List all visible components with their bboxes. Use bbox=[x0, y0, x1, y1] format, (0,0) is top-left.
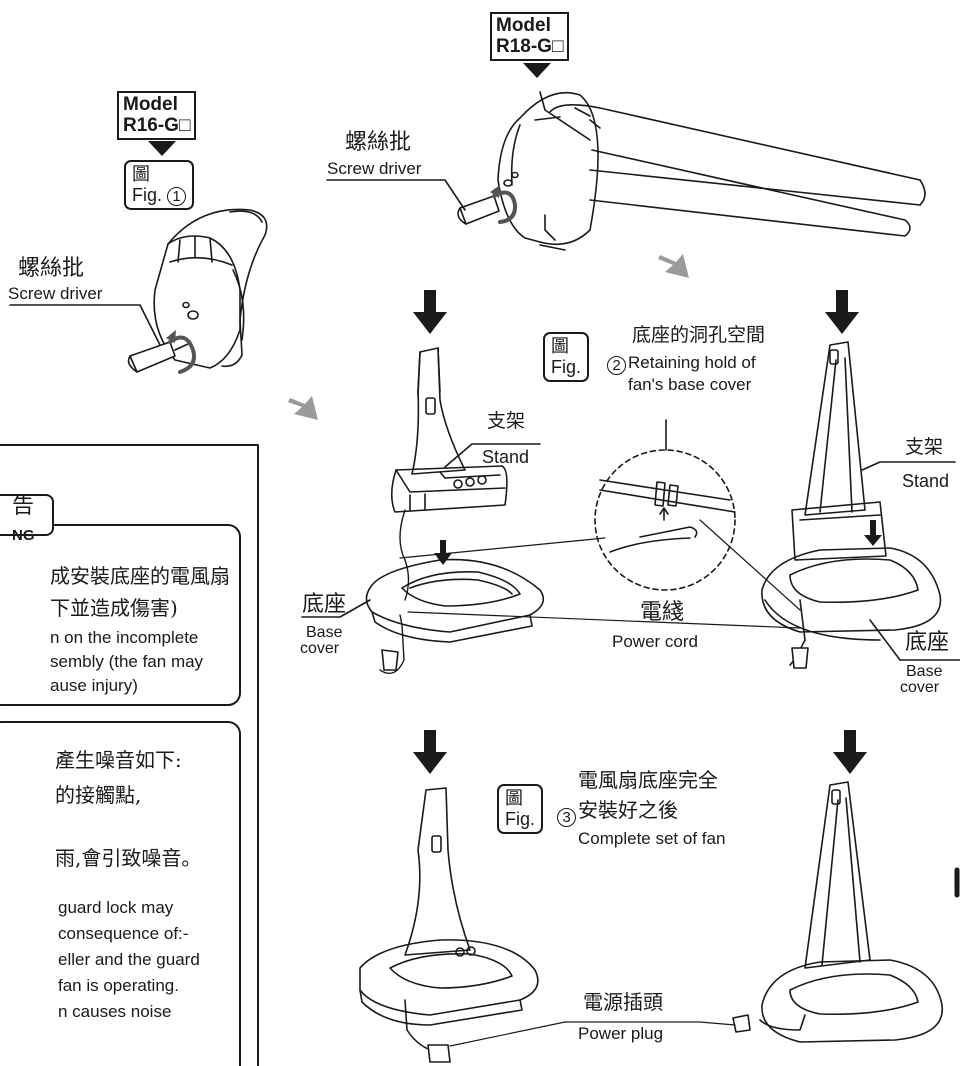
warning-line-zh-2: 下並造成傷害) bbox=[50, 596, 178, 620]
noise-line-en-4: fan is operating. bbox=[58, 976, 179, 995]
warning-title-box bbox=[0, 494, 54, 536]
plug-label-en: Power plug bbox=[578, 1024, 664, 1043]
noise-inner-box bbox=[0, 721, 241, 1066]
fig1-tag: 圖 Fig. 1 bbox=[124, 160, 195, 210]
detail-circle-drawing bbox=[594, 419, 736, 591]
base-label-en2-left: cover bbox=[300, 640, 340, 657]
plug-label-zh: 電源插頭 bbox=[583, 990, 663, 1014]
fig2-tag: 圖 Fig. bbox=[543, 332, 590, 382]
noise-line-en-3: eller and the guard bbox=[58, 950, 200, 969]
fig2-caption-en-2: fan's base cover bbox=[628, 375, 752, 394]
warning-line-zh-1: 成安裝底座的電風扇 bbox=[50, 564, 230, 588]
cord-label-en: Power cord bbox=[612, 632, 698, 651]
screwdriver-label-en-r16: Screw driver bbox=[8, 284, 103, 303]
model-r16-pointer bbox=[148, 141, 176, 156]
complete-fan-left-drawing bbox=[359, 787, 539, 1063]
noise-line-zh-3: 雨,會引致噪音。 bbox=[55, 846, 202, 870]
screwdriver-label-en-r18: Screw driver bbox=[327, 159, 422, 178]
warning-title-zh: 告 bbox=[12, 494, 35, 519]
warning-title-en: NG bbox=[12, 527, 35, 544]
fig3-caption-en: Complete set of fan bbox=[578, 829, 726, 848]
base-cover-left-drawing bbox=[365, 558, 545, 674]
stand-label-en-right: Stand bbox=[902, 471, 950, 491]
base-label-zh-right: 底座 bbox=[905, 630, 950, 655]
leader-base-right bbox=[869, 619, 960, 661]
leader-stand-left bbox=[444, 443, 541, 468]
warning-line-en-1: n on the incomplete bbox=[50, 628, 199, 647]
stand-label-en-left: Stand bbox=[482, 447, 530, 467]
leader-cord bbox=[407, 611, 801, 629]
leader-stand-right bbox=[861, 461, 956, 471]
leader-plug bbox=[449, 1021, 736, 1047]
stand-label-zh-left: 支架 bbox=[487, 410, 526, 432]
fig2-caption-zh: 底座的洞孔空間 bbox=[632, 324, 766, 346]
leader-screwdriver-r18 bbox=[326, 179, 466, 211]
noise-line-en-1: guard lock may bbox=[58, 898, 174, 917]
stand-right-drawing bbox=[761, 341, 942, 669]
noise-line-zh-1: 產生噪音如下: bbox=[55, 748, 182, 772]
base-label-zh-left: 底座 bbox=[302, 592, 347, 617]
base-label-en1-left: Base bbox=[306, 624, 343, 641]
screwdriver-label-zh-r18: 螺絲批 bbox=[345, 130, 412, 155]
fig3-caption-zh-1: 電風扇底座完全 bbox=[578, 768, 718, 792]
insert-arrow-left bbox=[434, 540, 452, 565]
leader-screwdriver-r16 bbox=[9, 304, 161, 346]
warning-inner-box bbox=[0, 524, 241, 706]
cord-label-zh: 電綫 bbox=[640, 600, 685, 625]
noise-line-zh-2: 的接觸點, bbox=[55, 783, 142, 807]
fig3-number: 3 bbox=[557, 808, 576, 827]
fig2-caption-en-1: Retaining hold of bbox=[628, 353, 756, 372]
stand-left-drawing bbox=[390, 347, 508, 601]
noise-line-en-5: n causes noise bbox=[58, 1002, 172, 1021]
flow-arrows bbox=[288, 254, 689, 420]
leader-detail-left bbox=[399, 537, 606, 559]
noise-line-en-2: consequence of:- bbox=[58, 924, 189, 943]
r18-base-drawing bbox=[457, 91, 926, 251]
warning-line-en-2: sembly (the fan may bbox=[50, 652, 204, 671]
fig2-number: 2 bbox=[607, 356, 626, 375]
base-label-en2-right: cover bbox=[900, 679, 940, 696]
r16-base-drawing bbox=[127, 208, 268, 374]
warning-line-en-3: ause injury) bbox=[50, 676, 138, 695]
complete-fan-right-drawing bbox=[732, 781, 944, 1043]
fig3-caption-zh-2: 安裝好之後 bbox=[578, 798, 678, 822]
model-r18-pointer bbox=[523, 63, 551, 78]
screwdriver-label-zh-r16: 螺絲批 bbox=[18, 256, 85, 281]
leader-detail-right bbox=[699, 519, 801, 611]
fig3-tag: 圖 Fig. bbox=[497, 784, 544, 834]
leader-base-left bbox=[301, 599, 371, 618]
down-arrows bbox=[413, 290, 867, 774]
warning-panel-frame bbox=[0, 444, 259, 1066]
stand-label-zh-right: 支架 bbox=[905, 436, 944, 458]
base-label-en1-right: Base bbox=[906, 663, 943, 680]
